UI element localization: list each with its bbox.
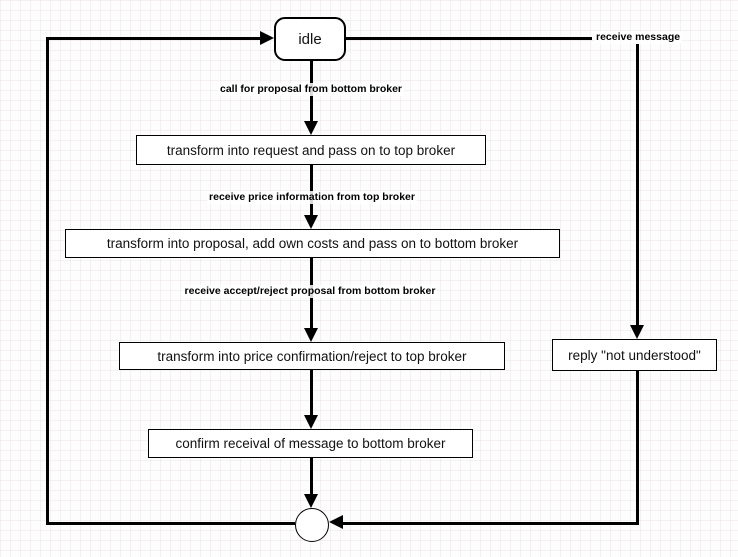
action-transform-proposal: transform into proposal, add own costs a…: [65, 229, 560, 258]
edge-line-receive-message-v: [636, 44, 639, 326]
state-idle: idle: [274, 17, 346, 61]
edge-line-loop-bottom: [46, 522, 295, 525]
arrowhead-into-proposal: [304, 215, 318, 229]
action-transform-request: transform into request and pass on to to…: [136, 135, 486, 165]
final-state-circle: [295, 508, 329, 542]
arrowhead-into-idle: [260, 31, 274, 45]
edge-line-reply-to-final-v: [636, 371, 639, 523]
arrowhead-into-final-right: [329, 515, 343, 529]
edge-line-loop-top: [46, 37, 261, 40]
edge-label-receive-price: receive price information from top broke…: [207, 191, 417, 204]
edge-label-receive-accept-reject: receive accept/reject proposal from bott…: [182, 285, 438, 298]
edge-label-receive-message: receive message: [594, 31, 683, 44]
action-reply-not-understood: reply "not understood": [552, 339, 717, 371]
edge-line-receive-message-h: [346, 37, 592, 40]
arrowhead-into-reply: [630, 325, 644, 339]
arrowhead-into-confirmation: [304, 328, 318, 342]
edge-label-call-for-proposal: call for proposal from bottom broker: [217, 83, 405, 96]
action-confirm-receival: confirm receival of message to bottom br…: [148, 429, 473, 458]
edge-line-reply-to-final-h: [342, 522, 639, 525]
arrowhead-into-final-top: [304, 494, 318, 508]
action-transform-confirmation: transform into price confirmation/reject…: [119, 342, 505, 370]
arrowhead-into-receival: [304, 415, 318, 429]
arrowhead-into-request: [304, 121, 318, 135]
edge-line-loop-left: [46, 37, 49, 525]
edge-line-request-to-proposal: [310, 165, 313, 216]
edge-line-confirmation-to-receival: [310, 370, 313, 416]
edge-line-receival-to-final: [310, 458, 313, 495]
